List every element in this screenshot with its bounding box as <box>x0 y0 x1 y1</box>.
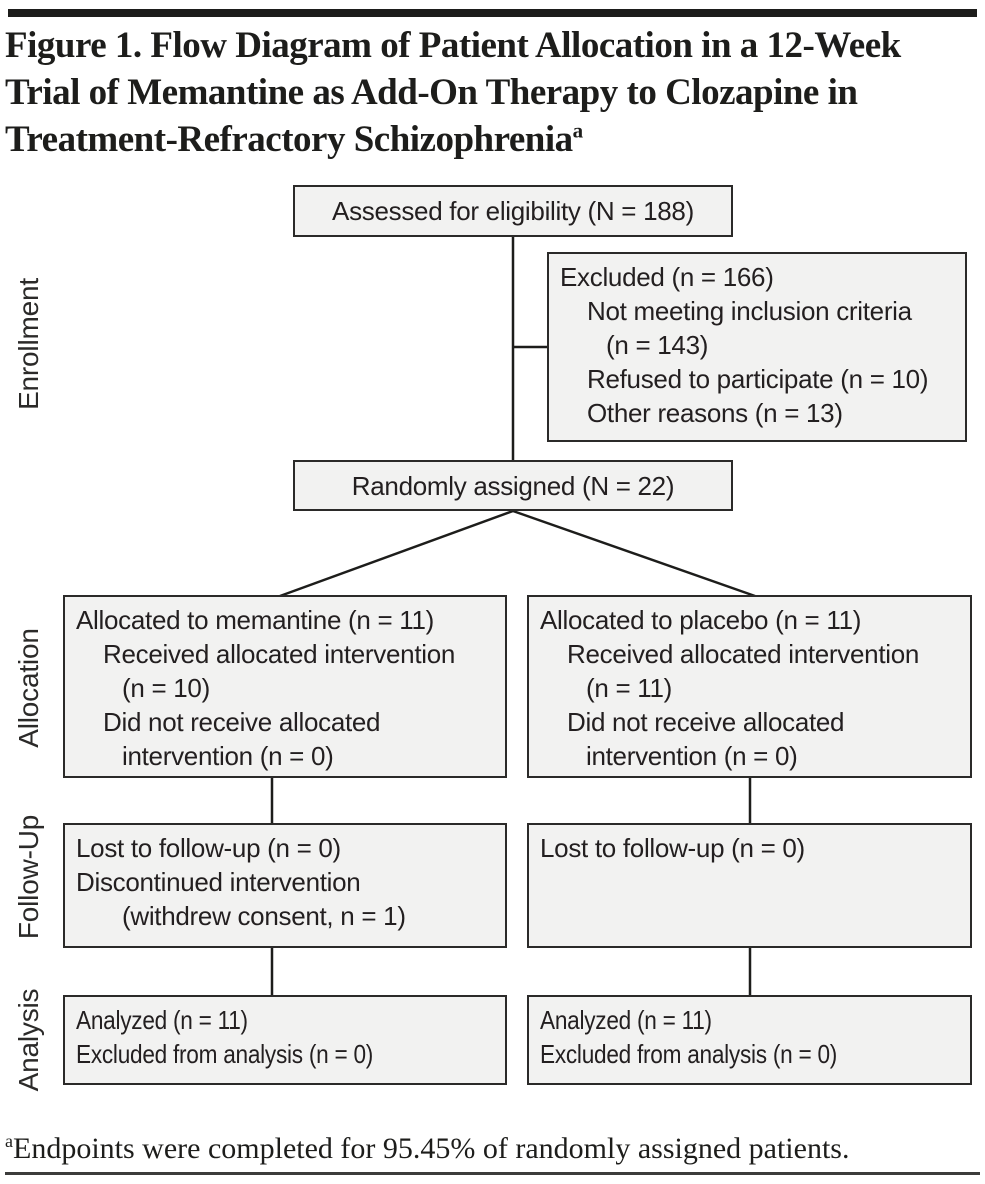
footnote-text: Endpoints were completed for 95.45% of r… <box>13 1132 850 1165</box>
box-text-line: (n = 10) <box>122 673 210 703</box>
box-text-line: Excluded (n = 166) <box>560 262 774 292</box>
box-text-line: Allocated to memantine (n = 11) <box>76 605 435 635</box>
box-text-line: (n = 143) <box>606 330 709 360</box>
stage-label-followup: Follow-Up <box>13 814 44 940</box>
box-assessed-eligibility: Assessed for eligibility (N = 188) <box>293 185 733 237</box>
footnote-marker: a <box>5 1131 13 1151</box>
title-line-2: Trial of Memantine as Add-On Therapy to … <box>5 72 858 113</box>
box-allocation-memantine: Allocated to memantine (n = 11) Received … <box>63 595 507 778</box>
box-text-line: Excluded from analysis (n = 0) <box>540 1039 838 1069</box>
connector-randomized-to-placebo <box>512 509 756 598</box>
box-analysis-placebo: Analyzed (n = 11) Excluded from analysis … <box>527 995 972 1085</box>
box-text-line: Received allocated intervention <box>103 639 456 669</box>
box-text-line: Lost to follow-up (n = 0) <box>76 833 341 863</box>
box-text-line: (n = 11) <box>586 673 672 703</box>
box-text-line: Analyzed (n = 11) <box>540 1005 712 1035</box>
stage-label-enrollment: Enrollment <box>13 278 44 410</box>
box-excluded: Excluded (n = 166) Not meeting inclusion … <box>547 252 967 442</box>
box-text-line: Allocated to placebo (n = 11) <box>540 605 862 635</box>
box-text-line: intervention (n = 0) <box>586 741 798 771</box>
connector-randomized-to-memantine <box>279 509 514 598</box>
title-line-1: Figure 1. Flow Diagram of Patient Alloca… <box>5 25 901 66</box>
box-text-line: Received allocated intervention <box>567 639 920 669</box>
box-text-line: Refused to participate (n = 10) <box>587 364 929 394</box>
box-text-line: Randomly assigned (N = 22) <box>351 470 675 501</box>
box-followup-placebo: Lost to follow-up (n = 0) <box>527 823 972 948</box>
box-text-line: Lost to follow-up (n = 0) <box>540 833 805 863</box>
box-allocation-placebo: Allocated to placebo (n = 11) Received al… <box>527 595 972 778</box>
box-randomly-assigned: Randomly assigned (N = 22) <box>293 460 733 511</box>
stage-label-analysis: Analysis <box>13 988 44 1092</box>
box-text-line: Excluded from analysis (n = 0) <box>76 1039 374 1069</box>
box-text-line: Discontinued intervention <box>76 867 361 897</box>
box-followup-memantine: Lost to follow-up (n = 0) Discontinued in… <box>63 823 507 948</box>
box-text-line: Assessed for eligibility (N = 188) <box>332 196 694 226</box>
box-text-line: intervention (n = 0) <box>122 741 334 771</box>
box-text-line: Other reasons (n = 13) <box>587 398 843 428</box>
title-footnote-marker: a <box>572 118 584 143</box>
box-text-line: Did not receive allocated <box>567 707 845 737</box>
title-line-3: Treatment-Refractory Schizophreniaa <box>5 116 901 163</box>
figure-footnote: aEndpoints were completed for 95.45% of … <box>5 1132 849 1166</box>
figure-title: Figure 1. Flow Diagram of Patient Alloca… <box>5 22 901 163</box>
box-analysis-memantine: Analyzed (n = 11) Excluded from analysis … <box>63 995 507 1085</box>
box-text-line: (withdrew consent, n = 1) <box>122 901 406 931</box>
box-text-line: Analyzed (n = 11) <box>76 1005 248 1035</box>
bottom-rule <box>5 1172 980 1175</box>
box-text-line: Not meeting inclusion criteria <box>587 296 912 326</box>
box-text-line: Did not receive allocated <box>103 707 381 737</box>
stage-label-allocation: Allocation <box>13 628 44 748</box>
title-line-3-text: Treatment-Refractory Schizophrenia <box>5 119 573 160</box>
top-rule <box>8 9 977 17</box>
